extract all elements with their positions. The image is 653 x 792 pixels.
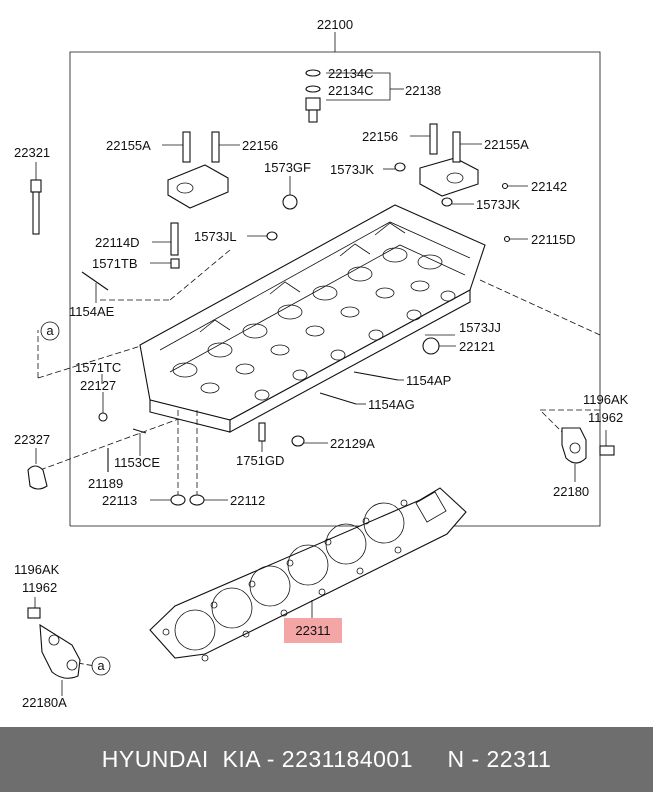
label-1573jj: 1573JJ bbox=[459, 320, 501, 335]
label-1196ak: 1196AK bbox=[583, 392, 629, 407]
guide-line bbox=[539, 409, 600, 441]
label-22134c: 22134C bbox=[328, 66, 374, 81]
exploded-view-drawing: 22100 22134C 22134C 22138 22321 22155A 2… bbox=[14, 17, 629, 710]
guide-line bbox=[37, 339, 161, 379]
label-22127: 22127 bbox=[80, 378, 116, 393]
label-22180a: 22180A bbox=[22, 695, 67, 710]
cam-cap-left bbox=[167, 131, 229, 209]
label-22156: 22156 bbox=[242, 138, 278, 153]
label-22114d: 22114D bbox=[95, 235, 140, 250]
label-22155a: 22155A bbox=[106, 138, 151, 153]
label-22134c: 22134C bbox=[328, 83, 374, 98]
label-1751gd: 1751GD bbox=[236, 453, 284, 468]
plug-22121 bbox=[422, 337, 440, 355]
label-1573jk: 1573JK bbox=[330, 162, 374, 177]
ref-circle-a bbox=[91, 656, 111, 676]
dowel-1751gd bbox=[258, 422, 266, 442]
label-22156: 22156 bbox=[362, 129, 398, 144]
guide-line bbox=[169, 249, 231, 301]
label-1196ak: 1196AK bbox=[14, 562, 60, 577]
ref-label-a: a bbox=[46, 323, 54, 338]
label-1153ce: 1153CE bbox=[114, 455, 160, 470]
plug-22327 bbox=[27, 465, 48, 490]
label-22321: 22321 bbox=[14, 145, 50, 160]
label-22142: 22142 bbox=[531, 179, 567, 194]
label-1573jk: 1573JK bbox=[476, 197, 520, 212]
bolt-22129a bbox=[291, 435, 305, 447]
head-bolt bbox=[30, 179, 42, 235]
plug-1573jk-2 bbox=[441, 197, 453, 207]
hanger-bracket-right bbox=[561, 427, 615, 464]
cylinder-head bbox=[139, 204, 486, 433]
pin-22142 bbox=[501, 182, 509, 190]
label-22112: 22112 bbox=[230, 493, 265, 508]
plug-1573jk-1 bbox=[394, 162, 406, 172]
cam-cap-right bbox=[419, 123, 479, 197]
part-number-footer: HYUNDAI KIA - 2231184001 N - 22311 bbox=[0, 727, 653, 792]
head-gasket bbox=[149, 487, 467, 662]
stud-1153ce bbox=[132, 428, 147, 434]
oil-control-valve bbox=[305, 69, 321, 123]
label-22311-highlighted: 22311 bbox=[295, 623, 330, 638]
stud-1154ag bbox=[319, 392, 357, 405]
label-1154ag: 1154AG bbox=[368, 397, 415, 412]
label-22155a: 22155A bbox=[484, 137, 529, 152]
label-22100: 22100 bbox=[317, 17, 353, 32]
label-22121: 22121 bbox=[459, 339, 495, 354]
seal-22112 bbox=[189, 494, 205, 506]
plug-1573jl bbox=[266, 231, 278, 241]
label-1154ap: 1154AP bbox=[406, 373, 451, 388]
label-1573gf: 1573GF bbox=[264, 160, 311, 175]
seal-22113 bbox=[170, 494, 186, 506]
hanger-bracket-left bbox=[27, 607, 81, 679]
label-22113: 22113 bbox=[102, 493, 137, 508]
plug-1573gf bbox=[282, 194, 298, 210]
ref-label-a: a bbox=[97, 658, 105, 673]
label-1571tc: 1571TC bbox=[75, 360, 121, 375]
label-1573jl: 1573JL bbox=[194, 229, 237, 244]
label-22115d: 22115D bbox=[531, 232, 576, 247]
stud-1154ap bbox=[353, 371, 399, 381]
part-number-highlight bbox=[284, 618, 342, 643]
stud-1154ae bbox=[81, 271, 109, 291]
plug-22127 bbox=[98, 412, 108, 422]
footer-text: HYUNDAI KIA - 2231184001 N - 22311 bbox=[101, 746, 552, 772]
label-22327: 22327 bbox=[14, 432, 50, 447]
label-11962: 11962 bbox=[22, 580, 57, 595]
label-1154ae: 1154AE bbox=[69, 304, 115, 319]
label-21189: 21189 bbox=[88, 476, 123, 491]
dowel-22114d bbox=[170, 222, 179, 256]
ref-circle-a bbox=[40, 321, 60, 341]
label-22138: 22138 bbox=[405, 83, 441, 98]
pin-22115d bbox=[503, 235, 511, 243]
label-22180: 22180 bbox=[553, 484, 589, 499]
label-11962: 11962 bbox=[588, 410, 623, 425]
guide-line bbox=[479, 279, 601, 336]
plug-1571tb bbox=[170, 258, 180, 269]
label-22129a: 22129A bbox=[330, 436, 375, 451]
label-1571tb: 1571TB bbox=[92, 256, 138, 271]
guide-line bbox=[39, 399, 231, 471]
leader-22134c bbox=[326, 72, 391, 101]
